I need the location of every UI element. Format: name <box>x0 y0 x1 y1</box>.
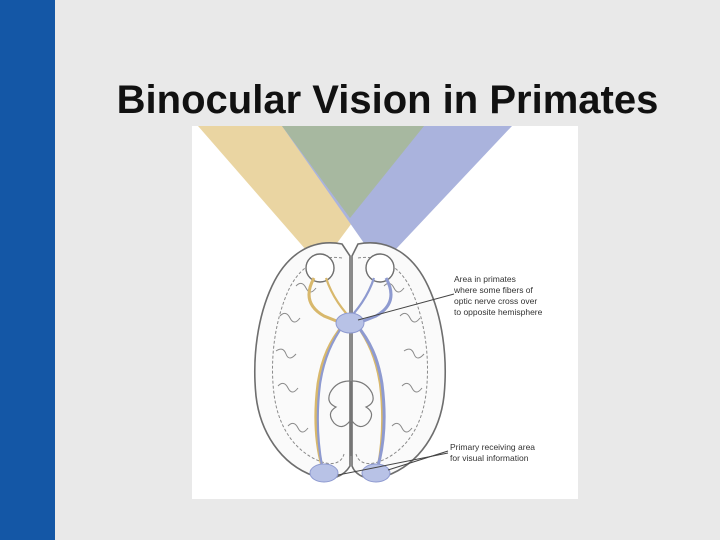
binocular-vision-diagram: Area in primates where some fibers of op… <box>192 126 578 499</box>
left-eye <box>306 254 334 282</box>
primary-visual-cortex-left <box>310 464 338 482</box>
right-eye <box>366 254 394 282</box>
optic-chiasm-area <box>336 313 364 333</box>
chiasm-label-line-2: where some fibers of <box>453 285 534 295</box>
chiasm-label-line-3: optic nerve cross over <box>454 296 537 306</box>
chiasm-label-line-1: Area in primates <box>454 274 516 284</box>
cortex-label-line-2: for visual information <box>450 453 529 463</box>
side-accent-bar <box>0 0 55 540</box>
chiasm-label-line-4: to opposite hemisphere <box>454 307 543 317</box>
brain-outline <box>255 243 445 479</box>
slide-title: Binocular Vision in Primates <box>55 74 720 126</box>
binocular-vision-figure: Area in primates where some fibers of op… <box>192 126 578 499</box>
primary-visual-cortex-right <box>362 464 390 482</box>
cortex-label-line-1: Primary receiving area <box>450 442 535 452</box>
